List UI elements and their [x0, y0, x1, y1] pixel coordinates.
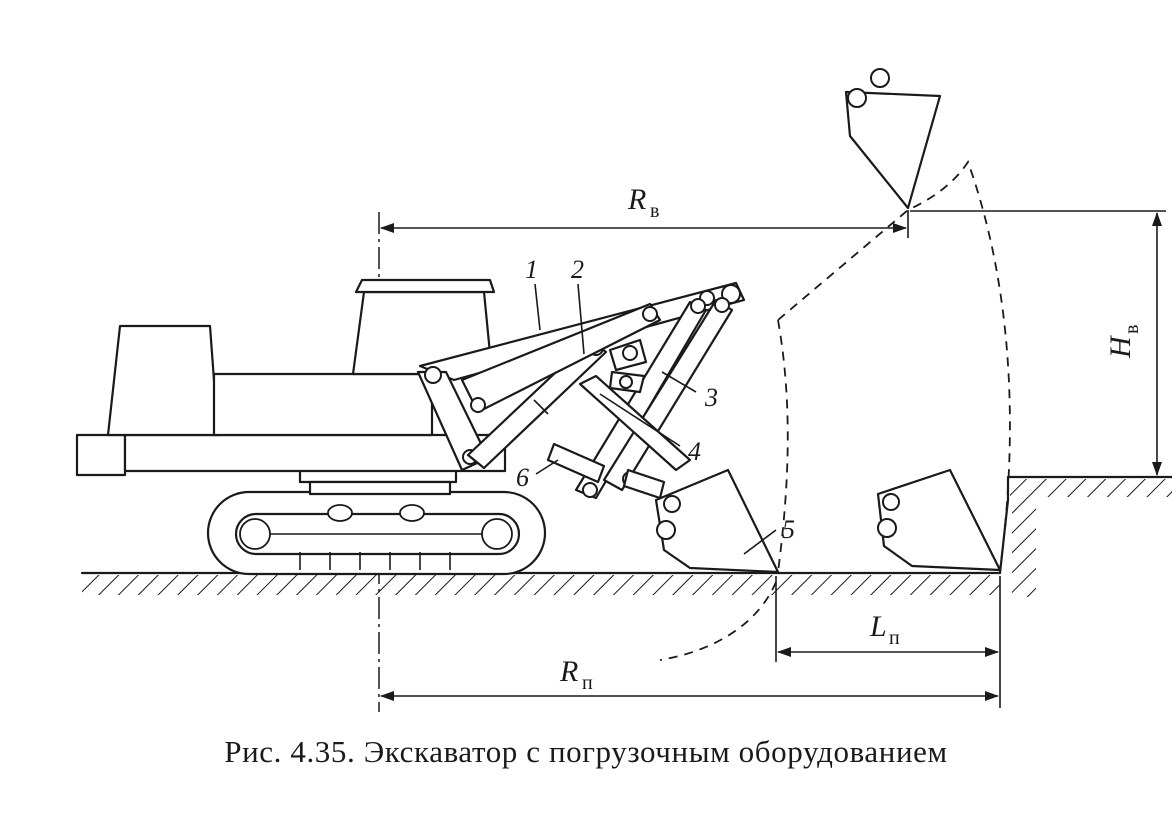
dimension-l-p: L п — [775, 576, 1001, 708]
callout-5: 5 — [782, 515, 795, 544]
label-r-p-main: R — [559, 655, 578, 688]
dimension-r-p: R п — [380, 655, 999, 701]
callout-numbers: 1 2 3 4 5 6 — [516, 255, 795, 544]
label-r-v-main: R — [627, 183, 646, 216]
upper-structure — [75, 278, 507, 477]
label-h-v-main: H — [1104, 334, 1137, 359]
label-l-p-main: L — [869, 610, 887, 643]
dimension-r-v: R в — [380, 183, 909, 238]
bucket-far — [876, 468, 1002, 572]
bucket-raised — [844, 68, 942, 210]
label-r-p-sub: п — [582, 672, 593, 694]
ground — [80, 475, 1172, 597]
crawler-track — [206, 490, 547, 576]
digging-trajectory — [659, 160, 1011, 661]
callout-1: 1 — [525, 255, 538, 284]
dimension-h-v: H в — [910, 210, 1166, 478]
label-h-v-sub: в — [1121, 325, 1143, 334]
callout-4: 4 — [688, 437, 701, 466]
turntable — [298, 468, 458, 496]
bucket-ground — [654, 468, 780, 574]
callout-6: 6 — [516, 463, 529, 492]
callout-3: 3 — [704, 383, 718, 412]
callout-2: 2 — [571, 255, 584, 284]
linkage-lever — [460, 302, 662, 414]
label-l-p-sub: п — [889, 627, 900, 649]
label-r-v-sub: в — [650, 200, 659, 222]
callout-leaders — [534, 283, 777, 555]
figure-caption: Рис. 4.35. Экскаватор с погрузочным обор… — [224, 734, 948, 769]
